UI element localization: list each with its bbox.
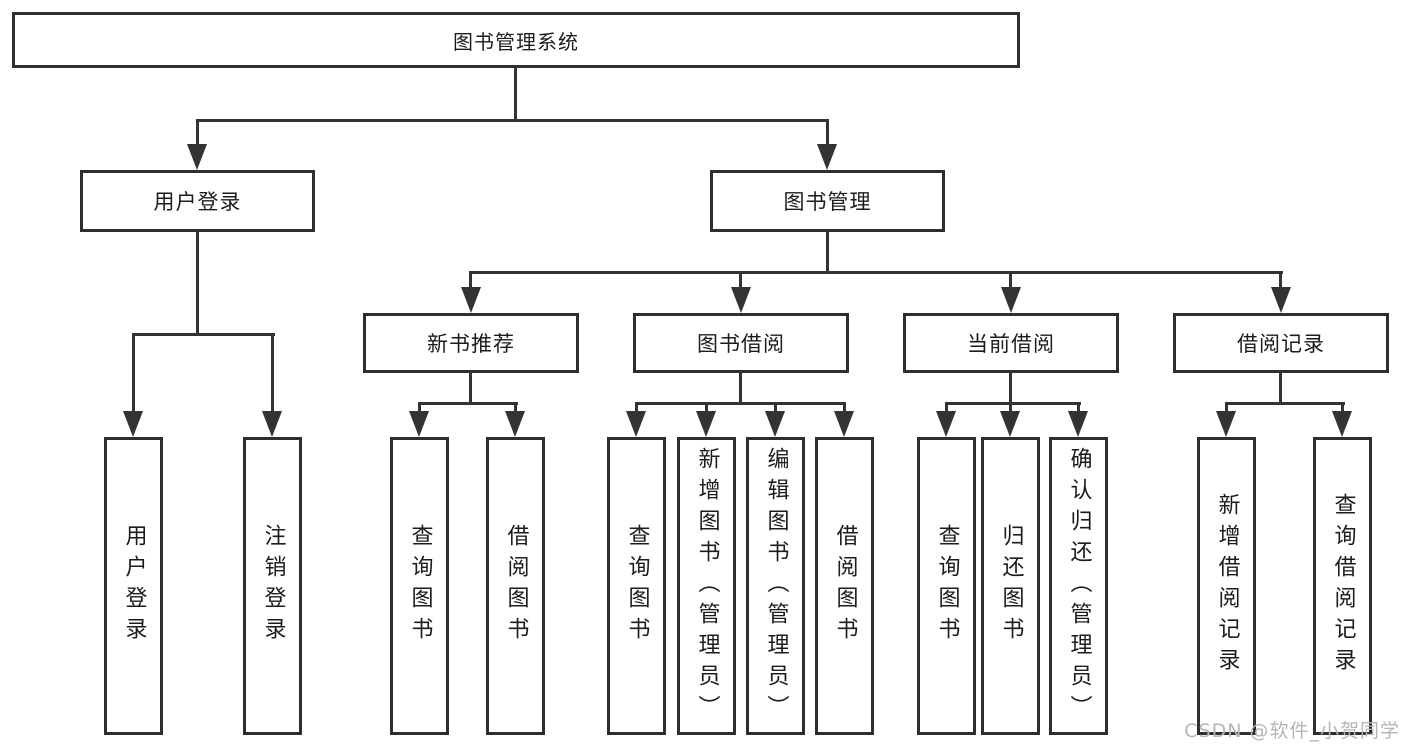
connector-line <box>132 333 275 336</box>
arrowhead-down-icon <box>461 287 481 313</box>
arrowhead-down-icon <box>409 411 429 437</box>
connector-line <box>739 371 742 405</box>
connector-line <box>1225 402 1345 405</box>
arrowhead-down-icon <box>187 144 207 170</box>
node-label: 新增图书（管理员） <box>694 446 720 726</box>
node-label: 新增借阅记录 <box>1214 493 1240 679</box>
connector-line <box>1009 271 1012 291</box>
node-label: 用户登录 <box>121 524 147 648</box>
connector-line <box>469 271 472 291</box>
node-label: 借阅图书 <box>503 524 529 648</box>
leaf-logout: 注销登录 <box>243 437 302 735</box>
leaf-query-books-1: 查询图书 <box>390 437 449 735</box>
connector-line <box>635 402 638 413</box>
arrowhead-down-icon <box>1000 411 1020 437</box>
leaf-query-borrow-record: 查询借阅记录 <box>1313 437 1372 735</box>
node-label: 图书管理系统 <box>453 29 579 54</box>
node-current-borrow: 当前借阅 <box>903 313 1119 373</box>
node-label: 查询图书 <box>934 524 960 648</box>
connector-line <box>945 402 948 413</box>
leaf-add-borrow-record: 新增借阅记录 <box>1197 437 1256 735</box>
connector-line <box>196 230 199 336</box>
node-label: 注销登录 <box>260 524 286 648</box>
connector-line <box>1279 371 1282 405</box>
connector-line <box>1009 371 1012 405</box>
node-label: 查询图书 <box>624 524 650 648</box>
connector-line <box>1279 271 1282 291</box>
node-label: 当前借阅 <box>967 332 1055 356</box>
arrowhead-down-icon <box>1271 287 1291 313</box>
leaf-borrow-books-2: 借阅图书 <box>815 437 874 735</box>
node-user-login: 用户登录 <box>80 170 315 232</box>
node-label: 新书推荐 <box>427 332 515 356</box>
connector-line <box>705 402 708 413</box>
node-book-management: 图书管理 <box>710 170 945 232</box>
leaf-edit-book-admin: 编辑图书（管理员） <box>746 437 805 735</box>
node-label: 确认归还（管理员） <box>1066 446 1092 726</box>
node-library-system: 图书管理系统 <box>12 12 1020 68</box>
node-label: 归还图书 <box>998 524 1024 648</box>
arrowhead-down-icon <box>731 287 751 313</box>
leaf-borrow-books-1: 借阅图书 <box>486 437 545 735</box>
node-label: 查询图书 <box>407 524 433 648</box>
arrowhead-down-icon <box>1068 411 1088 437</box>
arrowhead-down-icon <box>936 411 956 437</box>
leaf-query-books-3: 查询图书 <box>917 437 976 735</box>
connector-line <box>739 271 742 291</box>
node-label: 借阅图书 <box>832 524 858 648</box>
leaf-confirm-return-admin: 确认归还（管理员） <box>1049 437 1108 735</box>
arrowhead-down-icon <box>123 411 143 437</box>
node-borrow-records: 借阅记录 <box>1173 313 1389 373</box>
node-label: 图书借阅 <box>697 332 785 356</box>
connector-line <box>469 271 1283 274</box>
node-label: 编辑图书（管理员） <box>763 446 789 726</box>
arrowhead-down-icon <box>505 411 525 437</box>
leaf-user-login: 用户登录 <box>104 437 163 735</box>
arrowhead-down-icon <box>1001 287 1021 313</box>
arrowhead-down-icon <box>696 411 716 437</box>
connector-line <box>196 119 829 122</box>
connector-line <box>132 333 135 413</box>
connector-line <box>418 402 421 413</box>
connector-line <box>774 402 777 413</box>
connector-line <box>514 402 517 413</box>
connector-line <box>843 402 846 413</box>
node-label: 借阅记录 <box>1237 332 1325 356</box>
connector-line <box>514 66 517 122</box>
connector-line <box>826 119 829 147</box>
arrowhead-down-icon <box>1332 411 1352 437</box>
arrowhead-down-icon <box>626 411 646 437</box>
connector-line <box>1341 402 1344 413</box>
node-label: 图书管理 <box>783 190 872 214</box>
arrowhead-down-icon <box>765 411 785 437</box>
connector-line <box>1077 402 1080 413</box>
connector-line <box>469 371 472 405</box>
node-label: 查询借阅记录 <box>1330 493 1356 679</box>
node-new-book-recommend: 新书推荐 <box>363 313 579 373</box>
connector-line <box>945 402 1081 405</box>
arrowhead-down-icon <box>834 411 854 437</box>
connector-line <box>635 402 846 405</box>
connector-line <box>1009 402 1012 413</box>
connector-line <box>1225 402 1228 413</box>
arrowhead-down-icon <box>262 411 282 437</box>
connector-line <box>196 119 199 147</box>
connector-line <box>271 333 274 413</box>
leaf-return-book: 归还图书 <box>981 437 1040 735</box>
connector-line <box>826 230 829 274</box>
arrowhead-down-icon <box>1216 411 1236 437</box>
csdn-watermark: CSDN @软件_小贺同学 <box>1184 720 1400 742</box>
node-book-borrow: 图书借阅 <box>633 313 849 373</box>
node-label: 用户登录 <box>153 190 242 214</box>
arrowhead-down-icon <box>817 144 837 170</box>
leaf-add-book-admin: 新增图书（管理员） <box>677 437 736 735</box>
connector-line <box>418 402 518 405</box>
leaf-query-books-2: 查询图书 <box>607 437 666 735</box>
